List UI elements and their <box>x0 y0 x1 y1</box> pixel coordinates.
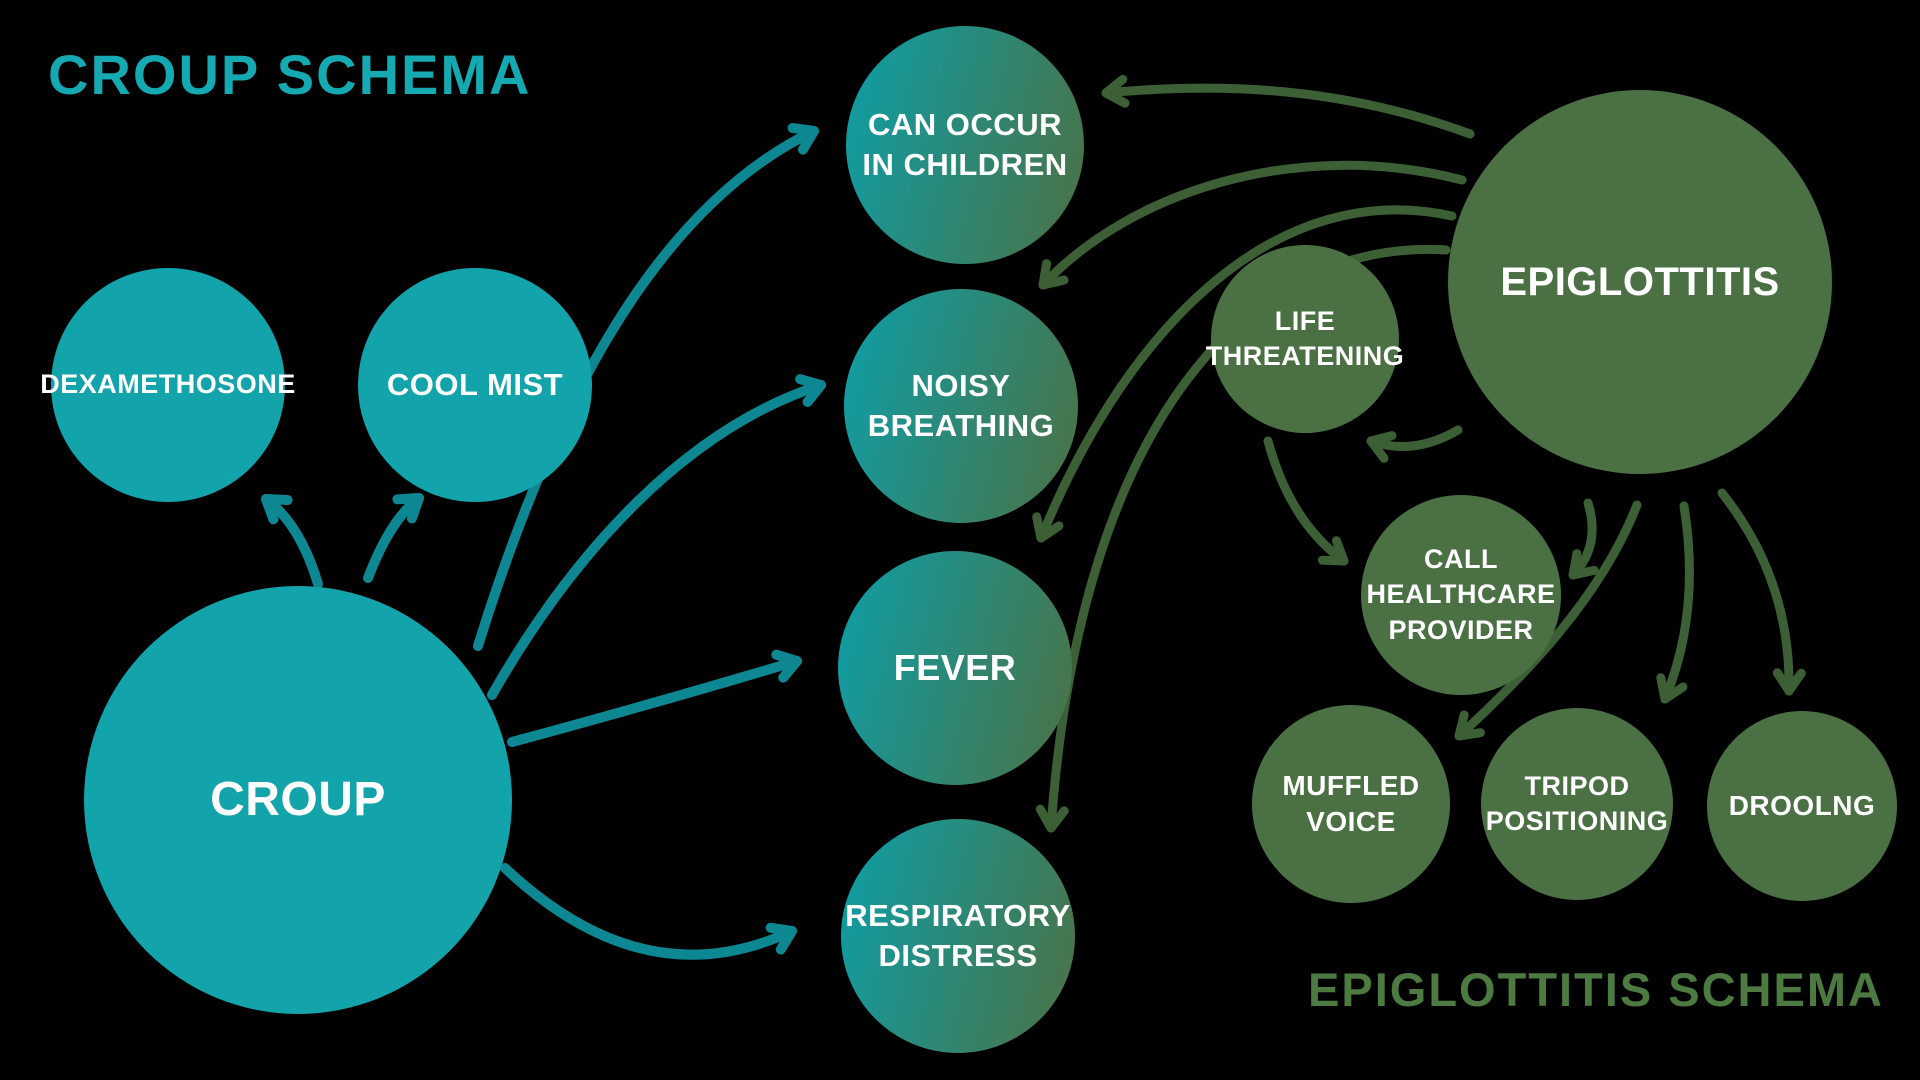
node-call-healthcare-provider: CALL HEALTHCARE PROVIDER <box>1361 495 1561 695</box>
arrow-epiglottitis-to-fever <box>1032 205 1457 543</box>
node-epiglottitis: EPIGLOTTITIS <box>1448 90 1832 474</box>
arrow-epiglottitis-to-droolng <box>1717 488 1806 696</box>
node-cool-mist: COOL MIST <box>358 268 592 502</box>
arrow-croup-to-respiratory-distress <box>500 863 797 960</box>
node-life-threatening: LIFE THREATENING <box>1206 245 1404 433</box>
arrow-croup-to-noisy-breathing <box>487 374 826 700</box>
epiglottitis-schema-title: EPIGLOTTITIS SCHEMA <box>1308 963 1884 1016</box>
arrow-croup-to-fever <box>507 649 802 747</box>
node-dexamethosone: DEXAMETHOSONE <box>40 268 295 502</box>
node-muffled-voice: MUFFLED VOICE <box>1252 705 1450 903</box>
arrow-croup-to-cool-mist <box>363 493 424 583</box>
node-can-occur-in-children: CAN OCCUR IN CHILDREN <box>846 26 1084 264</box>
arrow-epiglottitis-to-tripod-positioning <box>1656 501 1694 704</box>
arrow-epiglottitis-to-noisy-breathing <box>1038 160 1467 290</box>
arrow-life-threatening-to-call-healthcare <box>1263 436 1349 566</box>
node-fever: FEVER <box>838 551 1072 785</box>
arrow-epiglottitis-to-life-threatening <box>1366 425 1463 463</box>
croup-schema-title: CROUP SCHEMA <box>48 43 532 106</box>
arrow-epiglottitis-to-call-healthcare <box>1568 498 1599 580</box>
node-droolng: DROOLNG <box>1707 711 1897 901</box>
arrow-epiglottitis-to-muffled-voice <box>1454 500 1642 741</box>
node-respiratory-distress: RESPIRATORY DISTRESS <box>841 819 1075 1053</box>
arrow-epiglottitis-to-can-occur <box>1101 74 1475 139</box>
arrow-croup-to-dexamethosone <box>261 493 323 589</box>
node-tripod-positioning: TRIPOD POSITIONING <box>1481 708 1673 900</box>
arrow-epiglottitis-to-respiratory-distress <box>1035 244 1451 833</box>
arrow-croup-to-can-occur <box>473 122 819 651</box>
node-noisy-breathing: NOISY BREATHING <box>844 289 1078 523</box>
node-croup: CROUP <box>84 586 512 1014</box>
